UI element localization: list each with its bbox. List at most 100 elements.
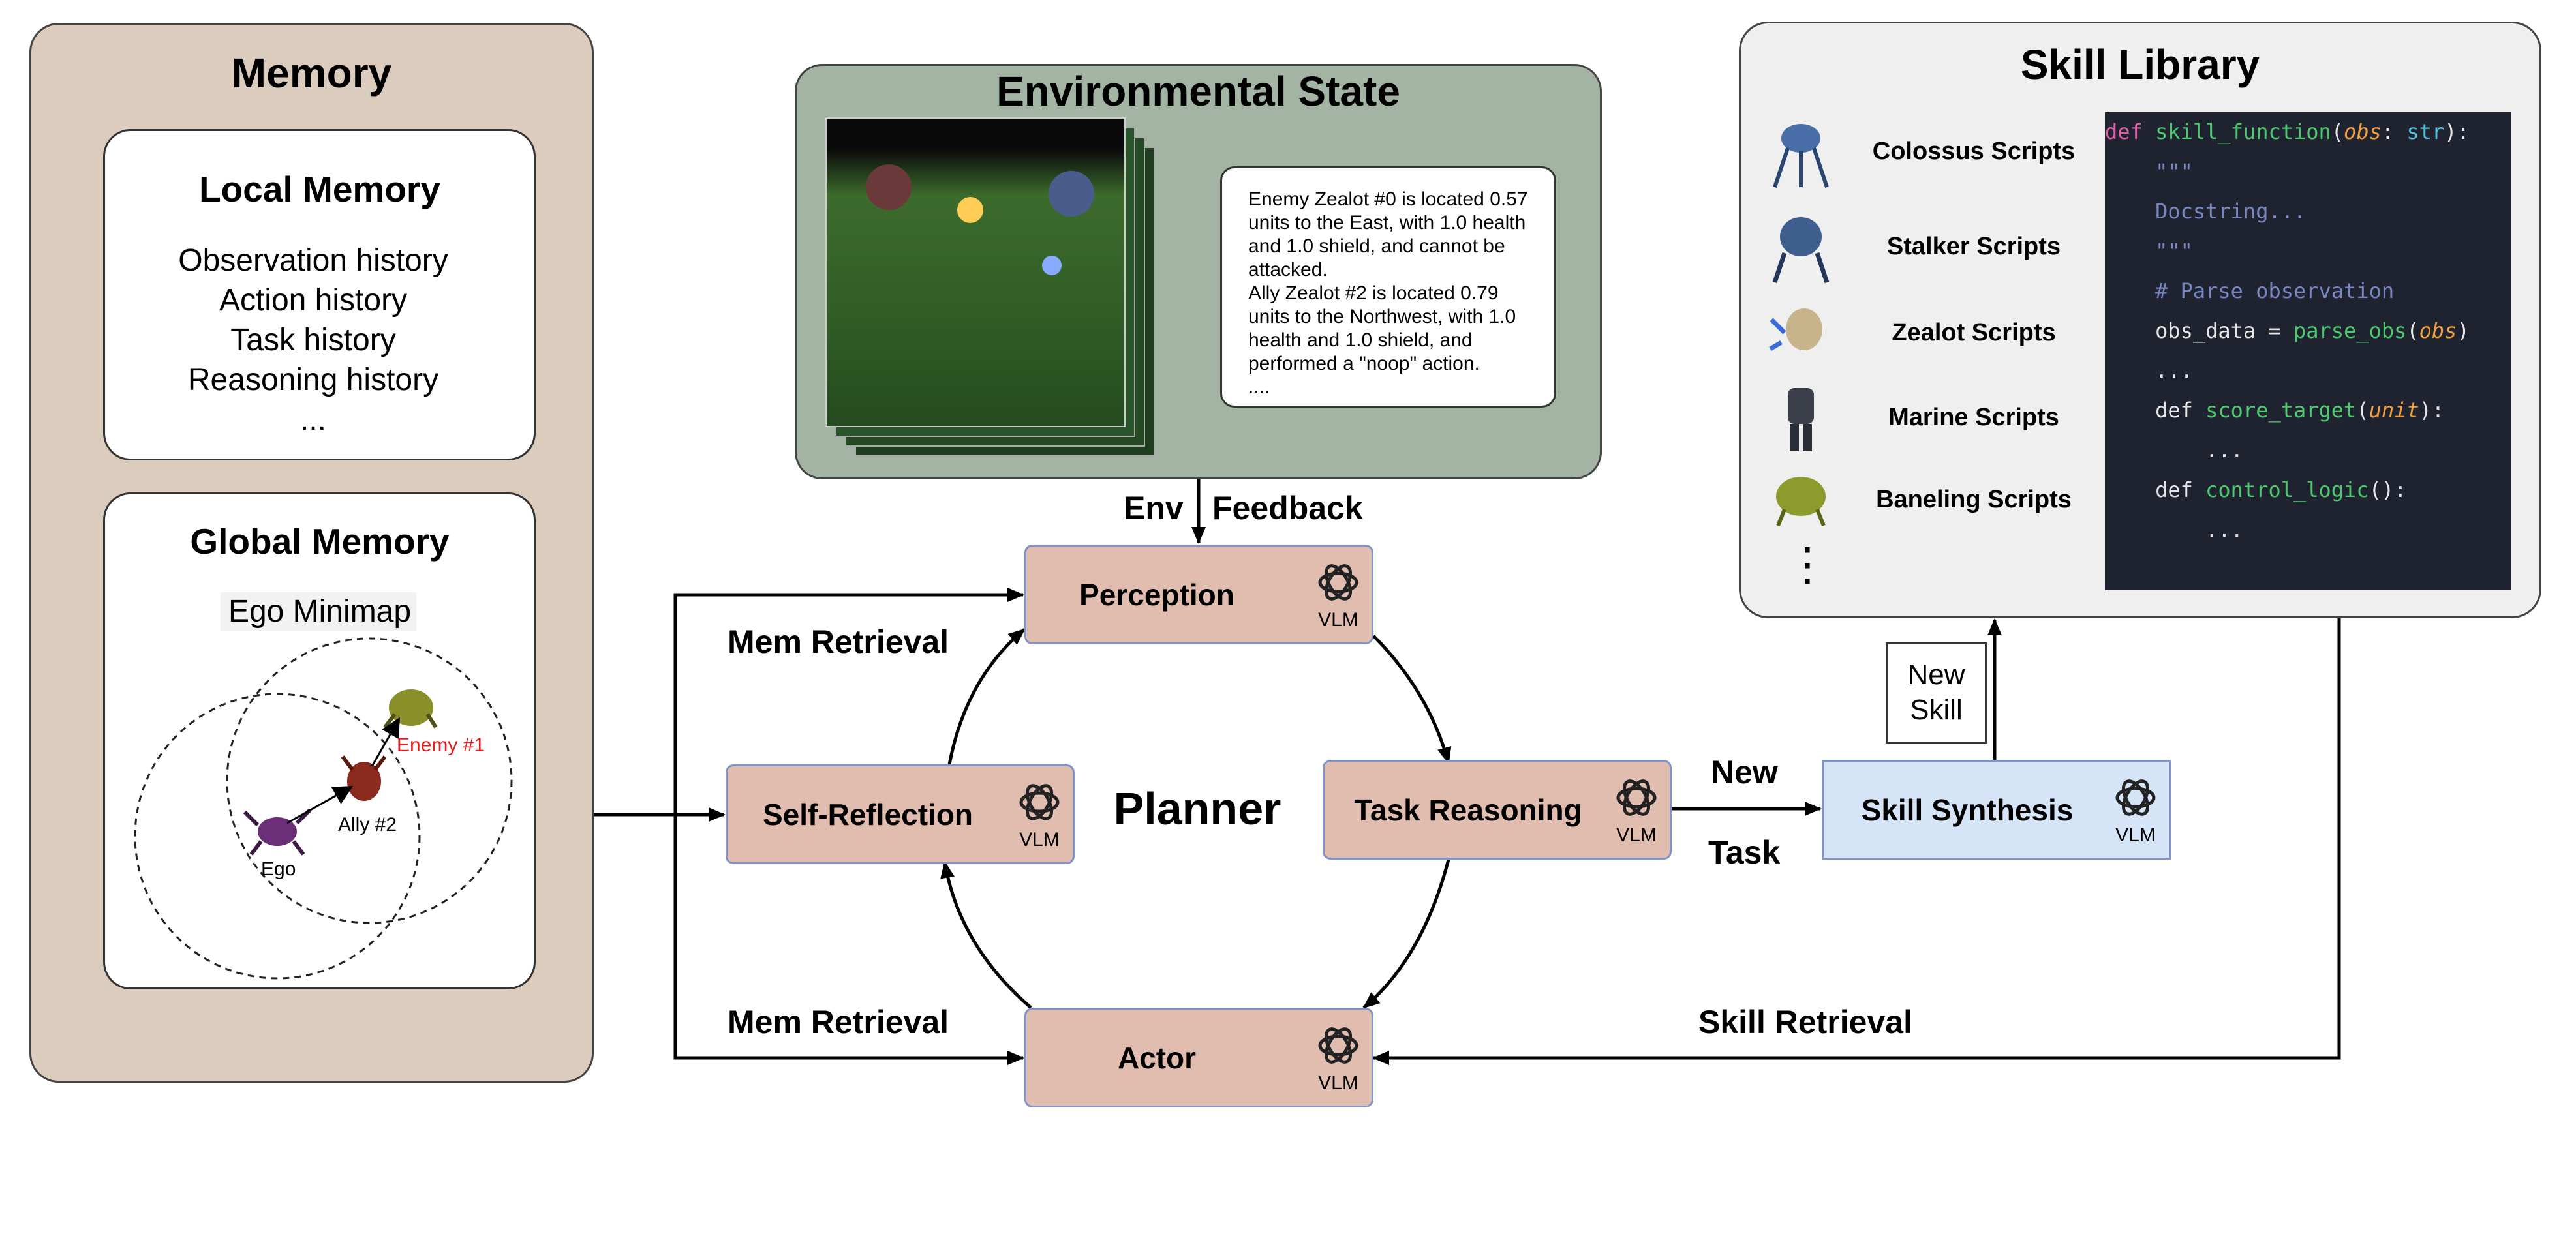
ego-unit-icon [243, 808, 312, 856]
code-line: """ [2105, 159, 2193, 184]
new-skill-note-line: New [1907, 659, 1965, 691]
ego-label: Ego [261, 858, 296, 880]
ally-to-enemy-arrow [371, 717, 400, 767]
skill-synthesis-vlm-badge: VLM [2106, 774, 2165, 846]
zealot-icon [1769, 308, 1822, 352]
new-skill-note: New Skill [1886, 642, 1987, 744]
self-reflection-vlm-badge: VLM [1010, 778, 1069, 850]
skill-label: Stalker Scripts [1886, 233, 2061, 260]
perception-label: Perception [1079, 577, 1234, 612]
task-reasoning-vlm-badge: VLM [1607, 774, 1666, 846]
env-label: Env [1124, 490, 1184, 526]
skill-item-colossus: Colossus Scripts [1762, 112, 2101, 190]
new-skill-note-line: Skill [1910, 694, 1963, 726]
planner-title: Planner [1113, 783, 1281, 834]
colossus-icon [1773, 124, 1829, 188]
local-memory-item: ... [299, 402, 326, 437]
perception-vlm-badge: VLM [1309, 558, 1368, 631]
self-reflection-label: Self-Reflection [762, 797, 974, 832]
reflection-to-perception-arrow [947, 628, 1026, 765]
minimap-title-highlight [221, 592, 416, 631]
task-reasoning-label: Task Reasoning [1354, 792, 1582, 827]
skill-label: Baneling Scripts [1876, 486, 2072, 513]
enemy-label: Enemy #1 [397, 734, 485, 756]
code-block: def skill_function(obs: str): """ Docstr… [2105, 112, 2511, 590]
openai-icon [1019, 784, 1060, 820]
actor-label: Actor [1117, 1040, 1197, 1075]
code-line: def score_target(unit): [2105, 398, 2445, 423]
baneling-icon [1776, 477, 1826, 527]
skill-label: Zealot Scripts [1892, 319, 2056, 346]
code-line: ... [2105, 438, 2243, 462]
local-memory-item: Task history [230, 323, 396, 357]
vlm-label: VLM [1318, 609, 1358, 631]
code-line: def skill_function(obs: str): [2105, 119, 2470, 144]
game-screenshot [825, 117, 1126, 427]
vlm-label: VLM [2115, 824, 2156, 846]
ego-vision-circle [134, 693, 421, 980]
skill-synthesis-node: Skill Synthesis VLM [1822, 760, 2171, 860]
global-memory-title: Global Memory [190, 521, 450, 562]
more-scripts-ellipsis: ⋮ [1785, 539, 1830, 590]
openai-icon [1318, 1027, 1358, 1064]
ally-vision-circle [226, 637, 513, 924]
skill-label: Colossus Scripts [1872, 138, 2076, 165]
code-line: # Parse observation [2105, 278, 2395, 303]
ally-unit-icon [341, 755, 387, 801]
vlm-label: VLM [1318, 1072, 1358, 1094]
mem-retrieval-top-label: Mem Retrieval [728, 624, 949, 660]
code-line: ... [2105, 517, 2243, 542]
local-memory-item: Observation history [178, 243, 448, 278]
ego-to-ally-arrow [286, 786, 354, 824]
env-state-description: Enemy Zealot #0 is located 0.57 units to… [1220, 166, 1556, 408]
code-line: """ [2105, 239, 2193, 263]
openai-icon [1318, 564, 1358, 601]
openai-icon [1616, 779, 1657, 816]
memory-title: Memory [231, 50, 392, 97]
actor-vlm-badge: VLM [1309, 1021, 1368, 1094]
skill-library-title: Skill Library [2020, 41, 2260, 88]
local-memory-title: Local Memory [199, 169, 440, 209]
code-line: def control_logic(): [2105, 477, 2407, 502]
skill-retrieval-arrow [1372, 618, 2341, 1065]
global-memory-box [103, 492, 536, 989]
skill-item-zealot: Zealot Scripts [1762, 293, 2101, 372]
vlm-label: VLM [1616, 824, 1657, 846]
env-description-line: Ally Zealot #2 is located 0.79 units to … [1248, 282, 1516, 374]
actor-to-reflection-arrow [940, 861, 1032, 1009]
skill-synthesis-label: Skill Synthesis [1861, 792, 2074, 827]
feedback-label: Feedback [1212, 490, 1363, 526]
local-memory-item: Reasoning history [187, 363, 439, 397]
task-label: Task [1708, 834, 1781, 871]
mem-retrieval-bottom-arrow [673, 815, 1024, 1065]
skill-item-stalker: Stalker Scripts [1762, 207, 2101, 286]
perception-to-reasoning-arrow [1372, 635, 1452, 764]
skill-item-marine: Marine Scripts [1762, 378, 2101, 457]
code-line: ... [2105, 358, 2193, 383]
actor-node: Actor VLM [1024, 1008, 1373, 1107]
perception-node: Perception VLM [1024, 545, 1373, 644]
self-reflection-node: Self-Reflection VLM [726, 764, 1075, 864]
env-description-line: Enemy Zealot #0 is located 0.57 units to… [1248, 188, 1528, 280]
skill-label: Marine Scripts [1888, 404, 2059, 431]
env-description-line: .... [1248, 376, 1270, 398]
reasoning-to-actor-arrow [1362, 859, 1450, 1009]
new-label: New [1711, 754, 1778, 790]
openai-icon [2115, 779, 2156, 816]
local-memory-item: Action history [219, 283, 408, 318]
local-memory-box [103, 129, 536, 460]
marine-icon [1788, 388, 1814, 451]
minimap-title: Ego Minimap [228, 594, 412, 629]
mem-retrieval-bottom-label: Mem Retrieval [728, 1004, 949, 1040]
vlm-label: VLM [1019, 829, 1060, 850]
skill-retrieval-label: Skill Retrieval [1698, 1004, 1912, 1040]
mem-retrieval-top-arrow [673, 588, 1024, 815]
stalker-icon [1772, 217, 1830, 284]
code-line: obs_data = parse_obs(obs) [2105, 318, 2470, 343]
task-reasoning-node: Task Reasoning VLM [1323, 760, 1672, 860]
ally-label: Ally #2 [338, 814, 397, 835]
env-state-title: Environmental State [996, 68, 1400, 115]
skill-item-baneling: Baneling Scripts [1762, 460, 2101, 539]
